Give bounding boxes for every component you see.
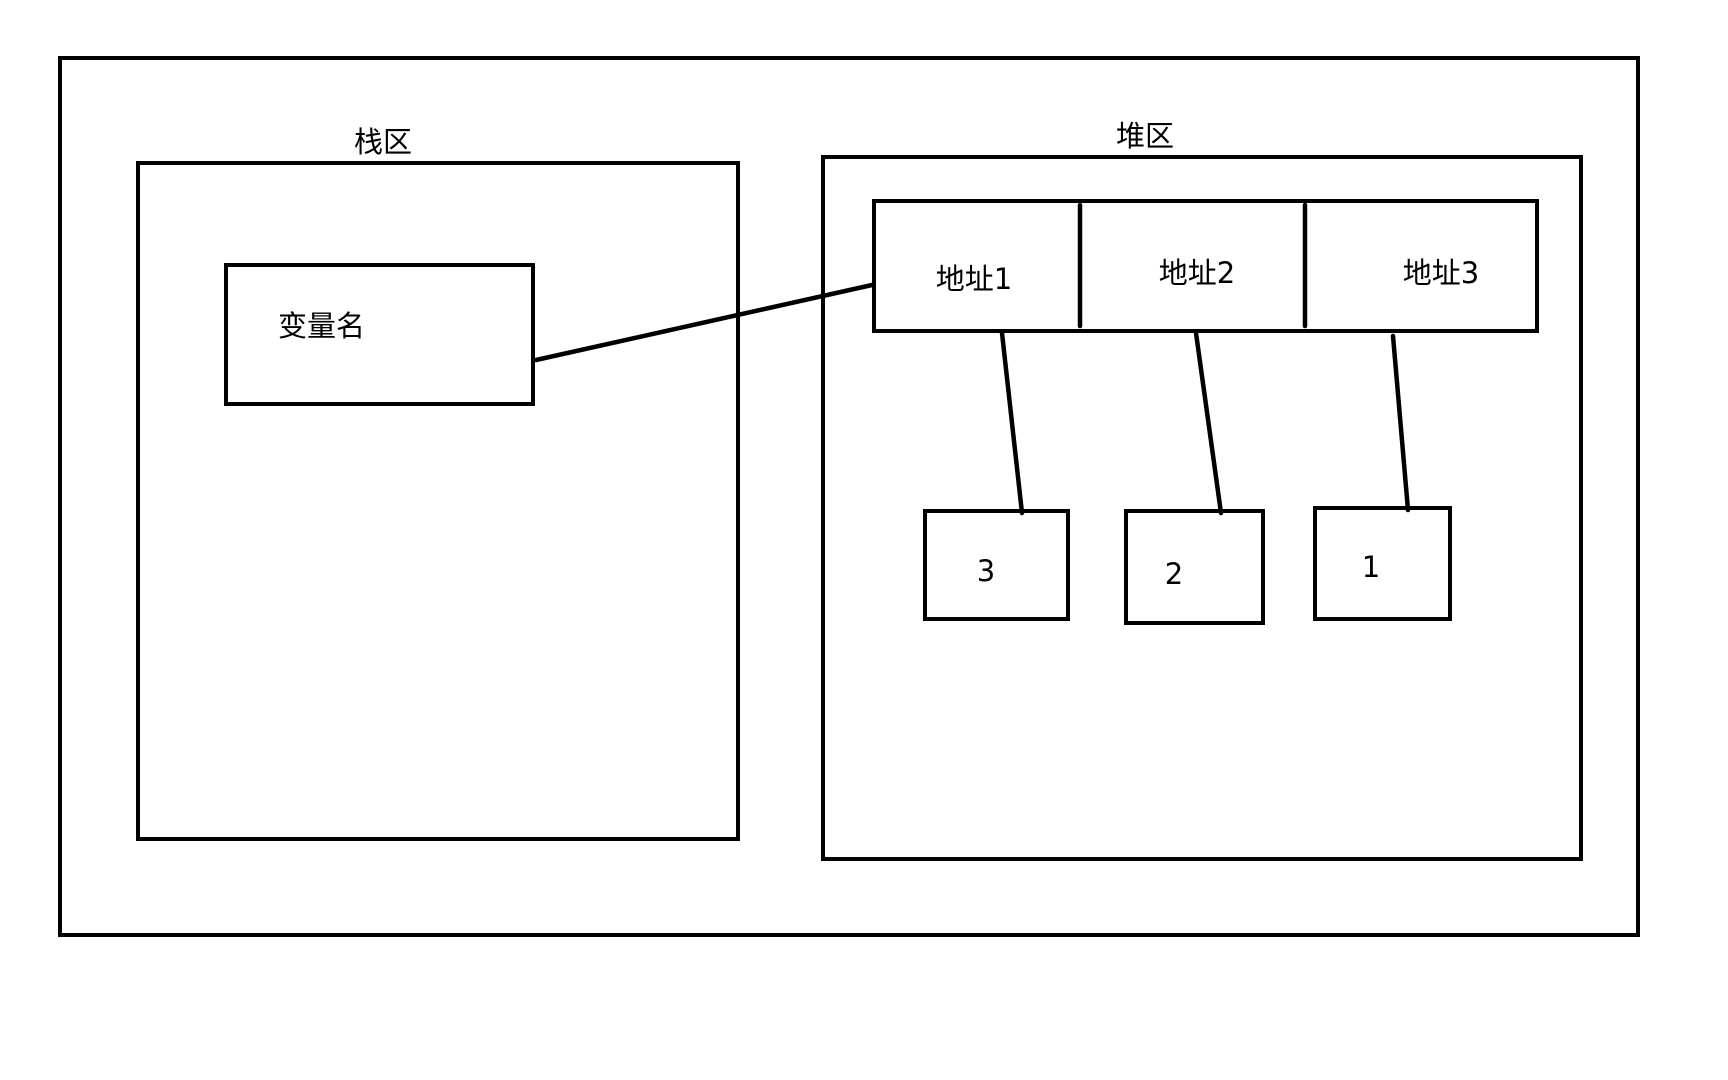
address2-to-value-line — [1193, 330, 1224, 516]
address3-to-value-line — [1390, 333, 1411, 513]
stack-title: 栈区 — [354, 125, 412, 159]
value-label-2: 2 — [1165, 557, 1183, 591]
variable-label: 变量名 — [278, 309, 365, 343]
heap-region — [821, 155, 1583, 861]
value-box-1 — [923, 509, 1070, 621]
address-label-1: 地址1 — [936, 262, 1012, 296]
address1-to-value-line — [999, 330, 1025, 516]
address-label-3: 地址3 — [1403, 256, 1479, 290]
address-label-2: 地址2 — [1159, 256, 1235, 290]
stack-region — [136, 161, 740, 841]
address-array — [872, 199, 1539, 333]
variable-box — [224, 263, 535, 406]
value-label-1: 3 — [977, 554, 995, 588]
value-box-2 — [1124, 509, 1265, 625]
heap-title: 堆区 — [1116, 119, 1174, 153]
outer-frame — [58, 56, 1640, 937]
variable-to-address-line — [533, 282, 875, 363]
value-label-3: 1 — [1362, 550, 1380, 584]
value-box-3 — [1313, 506, 1452, 621]
